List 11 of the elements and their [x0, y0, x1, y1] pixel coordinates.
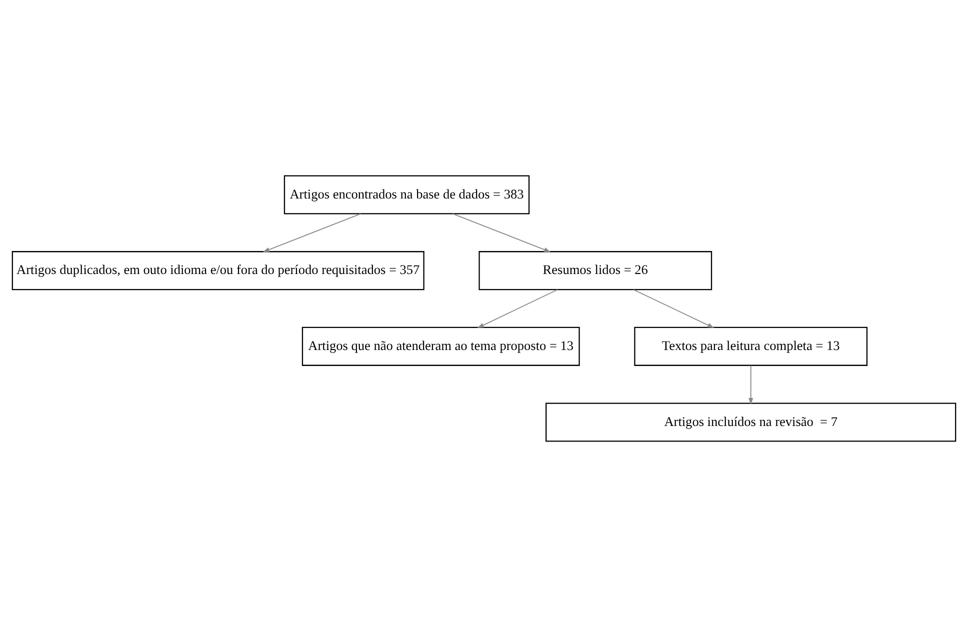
node-box: Resumos lidos = 26: [478, 251, 712, 290]
arrow: [262, 213, 362, 252]
node-box: Artigos incluídos na revisão = 7: [546, 402, 956, 442]
arrow: [748, 365, 754, 405]
node-box: Textos para leitura completa = 13: [634, 326, 868, 366]
arrow: [452, 213, 551, 252]
node-box: Artigos que não atenderam ao tema proposto = 13: [302, 326, 580, 366]
arrow: [477, 289, 558, 328]
node-box: Artigos duplicados, em outo idioma e/ou fora do período requisitados = 357: [12, 251, 424, 290]
arrow: [632, 289, 714, 328]
node-box: Artigos encontrados na base de dados = 383: [284, 175, 530, 214]
